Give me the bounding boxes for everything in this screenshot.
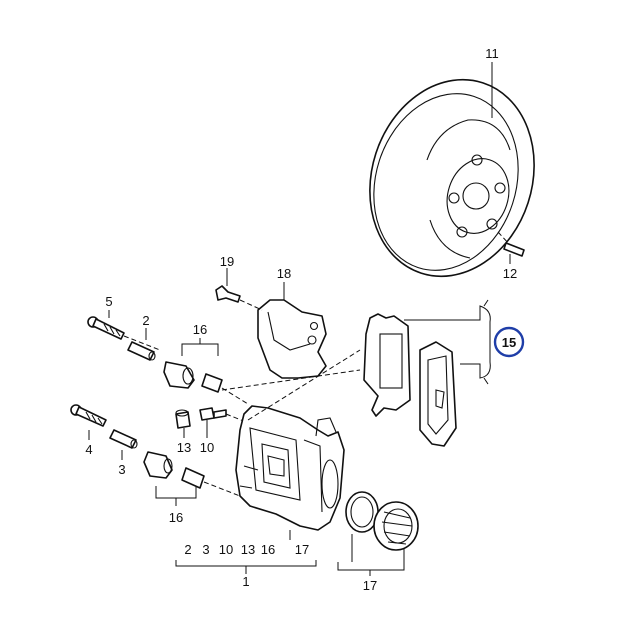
guide-pin-bolt-upper: 5	[87, 294, 161, 351]
brake-disc: 11	[369, 46, 535, 278]
dust-cap: 13	[175, 409, 191, 455]
label-seal-kit: 17	[363, 578, 377, 593]
bushings-lower: 16	[143, 451, 241, 525]
label-sleeve-lower: 3	[118, 462, 125, 477]
kit-item-3: 3	[202, 542, 209, 557]
guide-sleeve-lower: 3	[109, 429, 138, 477]
label-sleeve-upper: 2	[142, 313, 149, 328]
brake-pads	[363, 299, 491, 447]
kit-item-17: 17	[295, 542, 309, 557]
kit-item-16: 16	[261, 542, 275, 557]
label-pin-bolt-lower: 4	[85, 442, 92, 457]
kit-item-2: 2	[184, 542, 191, 557]
label-splash-screw: 19	[220, 254, 234, 269]
label-bushing-lower: 16	[169, 510, 183, 525]
label-pads: 15	[502, 335, 516, 350]
guide-pin-bolt-lower: 4	[70, 404, 107, 457]
pads-callout-highlight[interactable]: 15	[493, 326, 525, 358]
label-splash-shield: 18	[277, 266, 291, 281]
label-disc-screw: 12	[503, 266, 517, 281]
brake-caliper	[221, 349, 361, 540]
piston-seal-kit: 17	[337, 491, 419, 593]
label-disc: 11	[485, 46, 499, 61]
kit-item-10: 10	[219, 542, 233, 557]
label-bushing-upper: 16	[193, 322, 207, 337]
label-kit: 1	[242, 574, 249, 589]
disc-screw: 12	[497, 231, 525, 281]
splash-shield-screw: 19	[215, 254, 263, 311]
kit-item-13: 13	[241, 542, 255, 557]
splash-shield: 18	[257, 266, 327, 379]
label-bleeder: 10	[200, 440, 214, 455]
bleeder-valve: 10	[199, 407, 247, 455]
label-pin-bolt-upper: 5	[105, 294, 112, 309]
label-cap: 13	[177, 440, 191, 455]
guide-sleeve-upper: 2	[127, 313, 156, 361]
repair-kit-callout: 2 3 10 13 16 17 1	[175, 542, 317, 589]
bushings-upper: 16	[163, 322, 249, 405]
